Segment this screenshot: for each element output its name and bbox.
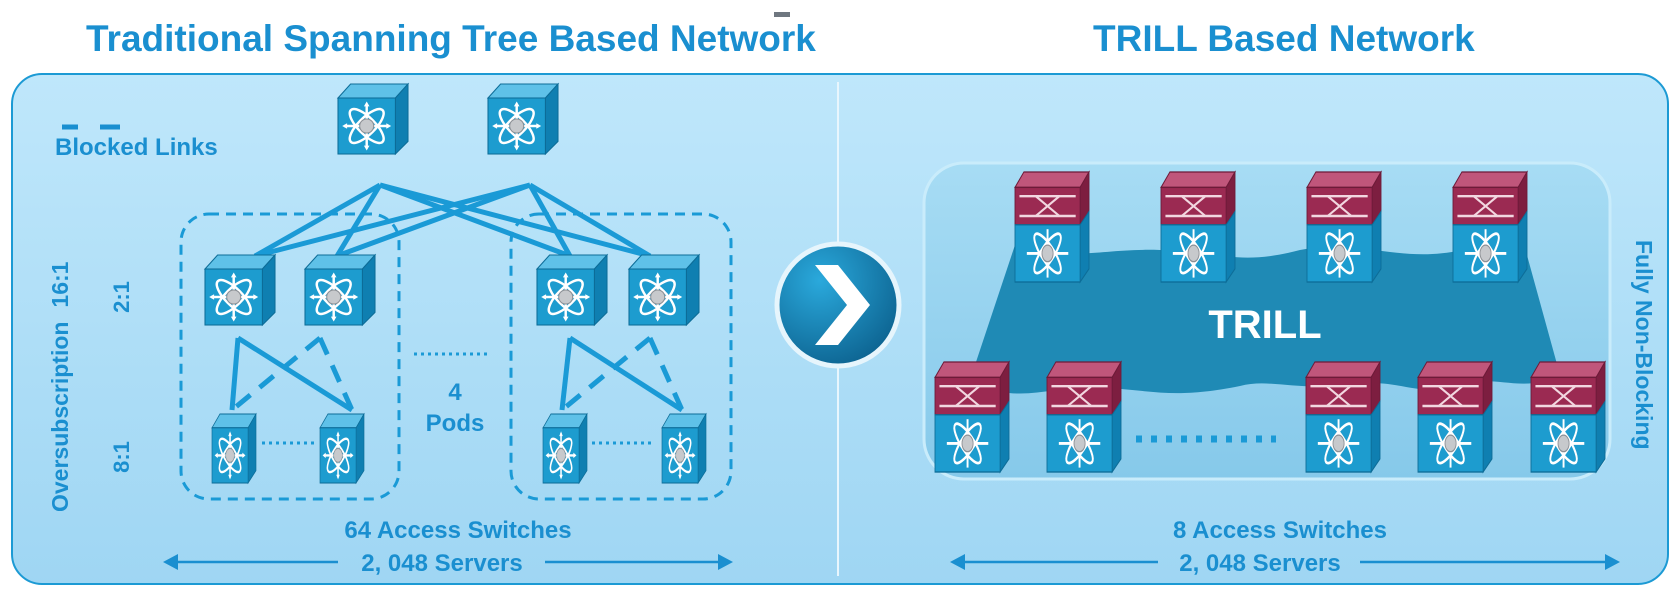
left-width-arrow [163, 554, 733, 570]
trill-leaf-4 [1416, 360, 1494, 474]
agg-switch-1 [205, 255, 275, 325]
chevron-right-icon [774, 241, 902, 369]
trill-label: TRILL [1208, 303, 1321, 347]
core-switch-2 [488, 84, 558, 154]
pod-right-blocked-links [560, 336, 685, 412]
right-switches-label: 8 Access Switches [1173, 517, 1387, 544]
trill-fabric [970, 244, 1560, 394]
pod-left-outline [179, 212, 401, 501]
oversubscription-label: Oversubscription16:1 [47, 261, 73, 512]
trill-spine-3 [1305, 170, 1383, 284]
trill-leaf-2 [1045, 360, 1123, 474]
top-dash [774, 12, 790, 17]
left-switches-label: 64 Access Switches [344, 517, 571, 544]
trill-leaf-3 [1304, 360, 1382, 474]
right-width-arrow [950, 554, 1620, 570]
core-switch-1 [338, 84, 408, 154]
left-servers-label: 2, 048 Servers [361, 550, 522, 577]
right-title: TRILL Based Network [1093, 18, 1475, 59]
left-title: Traditional Spanning Tree Based Network [86, 18, 816, 59]
pod-right-outline [509, 212, 733, 501]
trill-leaf-1 [933, 360, 1011, 474]
agg-switch-4 [629, 255, 699, 325]
pod-right-links [559, 335, 684, 413]
trill-leaf-5 [1529, 360, 1607, 474]
access-switch-2 [320, 414, 364, 483]
pod-left-links [229, 335, 354, 413]
pods-label: Pods [426, 410, 485, 437]
ratio-agg: 2:1 [109, 281, 134, 313]
trill-spine-2 [1159, 170, 1237, 284]
access-switch-1 [212, 414, 256, 483]
access-switch-4 [662, 414, 706, 483]
legend-label: Blocked Links [55, 134, 218, 161]
agg-switch-3 [537, 255, 607, 325]
non-blocking-label: Fully Non-Blocking [1631, 240, 1657, 450]
core-links [253, 182, 652, 259]
pods-count: 4 [448, 379, 462, 406]
trill-spine-4 [1451, 170, 1529, 284]
right-servers-label: 2, 048 Servers [1179, 550, 1340, 577]
ratio-access: 8:1 [109, 441, 134, 473]
agg-switch-2 [305, 255, 375, 325]
pod-left-blocked-links [230, 336, 355, 412]
access-switch-3 [543, 414, 587, 483]
trill-spine-1 [1013, 170, 1091, 284]
